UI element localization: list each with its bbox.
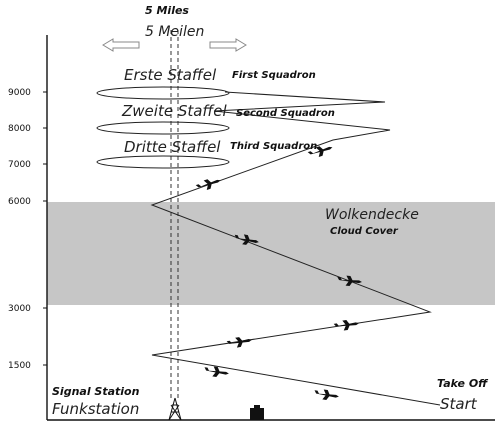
cloud-cover-band [47,202,495,305]
aircraft-icon [203,365,230,379]
aircraft-icon [333,318,360,332]
signal-station-german: Funkstation [52,400,139,418]
cloud-cover-german: Wolkendecke [325,207,419,223]
tick-label-8000: 8000 [8,124,31,134]
orbit-third-squadron [96,155,230,169]
hangar-icon [250,405,264,420]
cloud-cover-texture [47,202,495,305]
takeoff-german: Start [440,395,478,413]
tick-label-3000: 3000 [8,304,31,314]
squadron-3-german: Dritte Staffel [124,138,221,156]
squadron-1-german: Erste Staffel [124,66,217,84]
tick-label-1500: 1500 [8,361,31,371]
orbit-first-squadron [96,86,230,100]
arrow-left-icon [102,38,140,52]
squadron-3-english: Third Squadron [230,141,317,152]
radio-tower-icon [168,397,182,421]
cloud-cover-english: Cloud Cover [330,226,399,237]
aircraft-icon [195,175,222,193]
tick-label-6000: 6000 [8,197,31,207]
takeoff-english: Take Off [437,377,489,390]
orbit-second-squadron [96,121,230,135]
tick-label-9000: 9000 [8,88,31,98]
miles-english-label: 5 Miles [145,4,189,17]
signal-station-english: Signal Station [52,385,140,398]
miles-german-label: 5 Meilen [145,24,204,40]
axis-ticks [43,91,47,366]
squadron-2-german: Zweite Staffel [121,102,227,120]
aircraft-icon [226,334,253,350]
arrow-right-icon [209,38,247,52]
aircraft-icon [313,388,340,402]
squadron-1-english: First Squadron [232,70,316,81]
squadron-2-english: Second Squadron [236,108,335,119]
tick-label-7000: 7000 [8,160,31,170]
